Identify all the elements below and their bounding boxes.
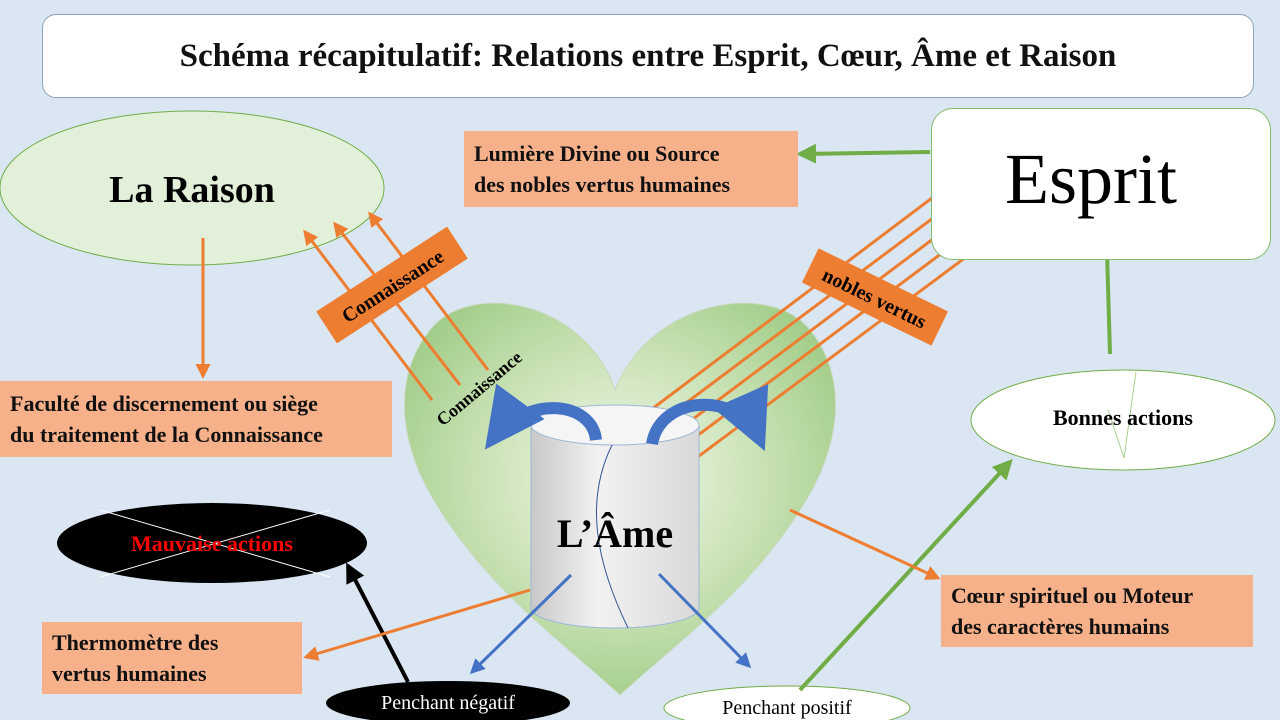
thermometre-line: Thermomètre des — [52, 630, 219, 655]
ame-label: L’Âme — [557, 511, 673, 556]
vertus-arrow — [637, 190, 941, 420]
vertus-arrow — [642, 207, 974, 457]
blue-arrow-positif — [657, 572, 752, 669]
bonnes-actions-label: Bonnes actions — [1053, 405, 1193, 430]
green-arrow-positif-bonnes — [798, 459, 1013, 692]
lumiere-line: des nobles vertus humaines — [474, 172, 731, 197]
faculte-line: du traitement de la Connaissance — [10, 422, 323, 447]
faculte-line: Faculté de discernement ou siège — [10, 391, 318, 416]
penchant-positif-ellipse — [663, 685, 911, 720]
bonnes-actions-check — [1107, 371, 1137, 459]
penchant-negatif-ellipse — [326, 681, 570, 720]
coeur-box: Cœur spirituel ou Moteur des caractères … — [941, 575, 1253, 647]
raison-ellipse — [0, 110, 385, 266]
vertus-arrow — [645, 226, 1006, 496]
esprit-label: Esprit — [1005, 139, 1177, 219]
coeur-line: des caractères humains — [951, 614, 1170, 639]
coeur-line: Cœur spirituel ou Moteur — [951, 583, 1194, 608]
mauvaises-actions-label: Mauvaise actions — [131, 531, 293, 556]
cross-line — [99, 509, 331, 578]
bonnes-actions-ellipse — [970, 369, 1276, 471]
raison-label: La Raison — [109, 169, 275, 211]
penchant-negatif-label: Penchant négatif — [381, 692, 515, 714]
connaissance-arrow — [368, 211, 490, 371]
blue-curve-right — [646, 383, 769, 451]
vertus-arrow — [639, 198, 958, 438]
lumiere-line: Lumière Divine ou Source — [474, 141, 720, 166]
thermometre-box: Thermomètre des vertus humaines — [42, 622, 302, 694]
green-arrow-esprit-lumiere — [796, 143, 931, 164]
penchant-positif-label: Penchant positif — [722, 697, 852, 719]
orange-arrow-ame-thermometre — [303, 588, 531, 661]
thermometre-line: vertus humaines — [52, 661, 207, 686]
esprit-box — [931, 108, 1271, 260]
blue-curve-left — [484, 383, 602, 450]
diagram-title: Schéma récapitulatif: Relations entre Es… — [42, 14, 1254, 98]
black-arrow — [346, 562, 410, 683]
lumiere-box: Lumière Divine ou Source des nobles vert… — [464, 131, 798, 207]
connaissance-arrow — [333, 221, 462, 386]
blue-arrow-negatif — [469, 573, 573, 675]
vertus-arrow — [643, 216, 990, 476]
nobles-vertus-arrows — [637, 190, 1006, 496]
orange-arrow-ame-coeur — [789, 508, 941, 580]
faculte-box: Faculté de discernement ou siège du trai… — [0, 381, 392, 457]
